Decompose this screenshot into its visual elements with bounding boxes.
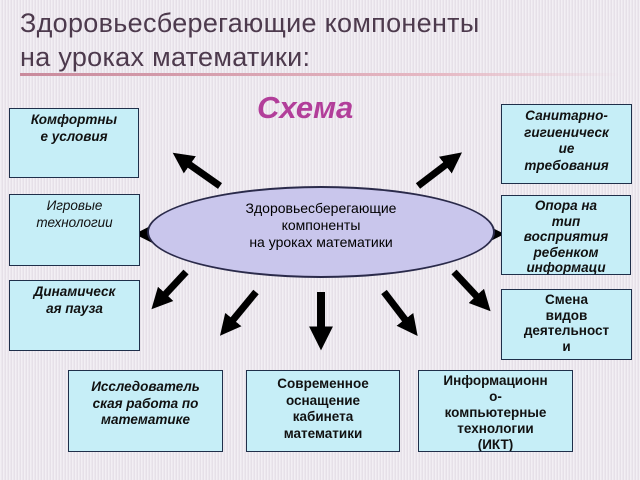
arrow-to-smena xyxy=(451,269,491,312)
arrow-to-issl xyxy=(219,289,259,336)
box-text: ие xyxy=(558,141,575,156)
box-text: кабинета xyxy=(292,409,354,424)
box-text: ая пауза xyxy=(46,300,103,316)
central-label-line-1: Здоровьесберегающие xyxy=(245,200,397,216)
arrow-to-komfort xyxy=(172,152,223,189)
box-text: видов xyxy=(545,307,588,323)
central-ellipse xyxy=(147,186,495,278)
box-text: Динамическ xyxy=(33,284,116,299)
box-text: Исследователь xyxy=(91,379,200,394)
title-underline xyxy=(20,73,620,76)
title-line-2: на уроках математики: xyxy=(20,42,311,72)
box-text: и xyxy=(562,338,571,354)
box-text: требования xyxy=(524,157,609,173)
arrow-to-dinam xyxy=(151,269,189,310)
box-text: технологии xyxy=(36,214,113,230)
box-dynamic-pause: Динамическ ая пауза xyxy=(9,280,140,351)
box-activity-change: Смена видов деятельност и xyxy=(501,289,632,360)
box-text: е условия xyxy=(40,128,108,144)
box-text: Смена xyxy=(545,292,588,307)
central-label-line-2: компоненты xyxy=(281,217,361,233)
box-text: Комфортны xyxy=(30,112,118,127)
box-sanitary-requirements: Санитарно- гигиеническ ие требования xyxy=(501,104,632,184)
box-game-technologies: Игровые технологии xyxy=(9,194,140,266)
box-research-work: Исследователь ская работа по математике xyxy=(68,370,223,452)
title-line-1: Здоровьесберегающие компоненты xyxy=(20,8,480,38)
box-modern-equipment: Современное оснащение кабинета математик… xyxy=(246,370,400,452)
box-text: информаци xyxy=(526,260,606,275)
arrow-to-san xyxy=(415,152,463,189)
box-text: Игровые xyxy=(46,198,103,213)
box-comfort-conditions: Комфортны е условия xyxy=(9,108,139,178)
box-text: Санитарно- xyxy=(525,108,608,123)
box-text: о- xyxy=(489,389,502,404)
box-text: оснащение xyxy=(285,392,361,408)
box-text: Опора на xyxy=(534,198,598,213)
box-perception-type: Опора на тип восприятия ребенком информа… xyxy=(501,195,631,275)
box-text: математики xyxy=(283,425,363,441)
box-text: Современное xyxy=(277,376,369,391)
box-text: ская работа по xyxy=(92,395,199,411)
scheme-subtitle: Схема xyxy=(257,90,354,125)
box-text: компьютерные xyxy=(444,405,547,420)
box-text: Информационн xyxy=(443,373,548,388)
box-text: (ИКТ) xyxy=(477,437,514,452)
box-text: деятельност xyxy=(523,323,610,338)
box-text: технологии xyxy=(457,421,534,436)
slide-title: Здоровьесберегающие компоненты на уроках… xyxy=(20,6,630,74)
box-text: тип xyxy=(551,213,581,229)
box-text: восприятия xyxy=(523,229,609,244)
box-ict: Информационн о- компьютерные технологии … xyxy=(418,370,573,452)
arrow-to-info xyxy=(381,289,418,337)
central-label-line-3: на уроках математики xyxy=(249,234,393,250)
box-text: ребенком xyxy=(533,244,599,260)
box-text: гигиеническ xyxy=(524,124,609,140)
box-text: математике xyxy=(101,412,190,427)
central-label: Здоровьесберегающие компоненты на уроках… xyxy=(147,200,495,251)
